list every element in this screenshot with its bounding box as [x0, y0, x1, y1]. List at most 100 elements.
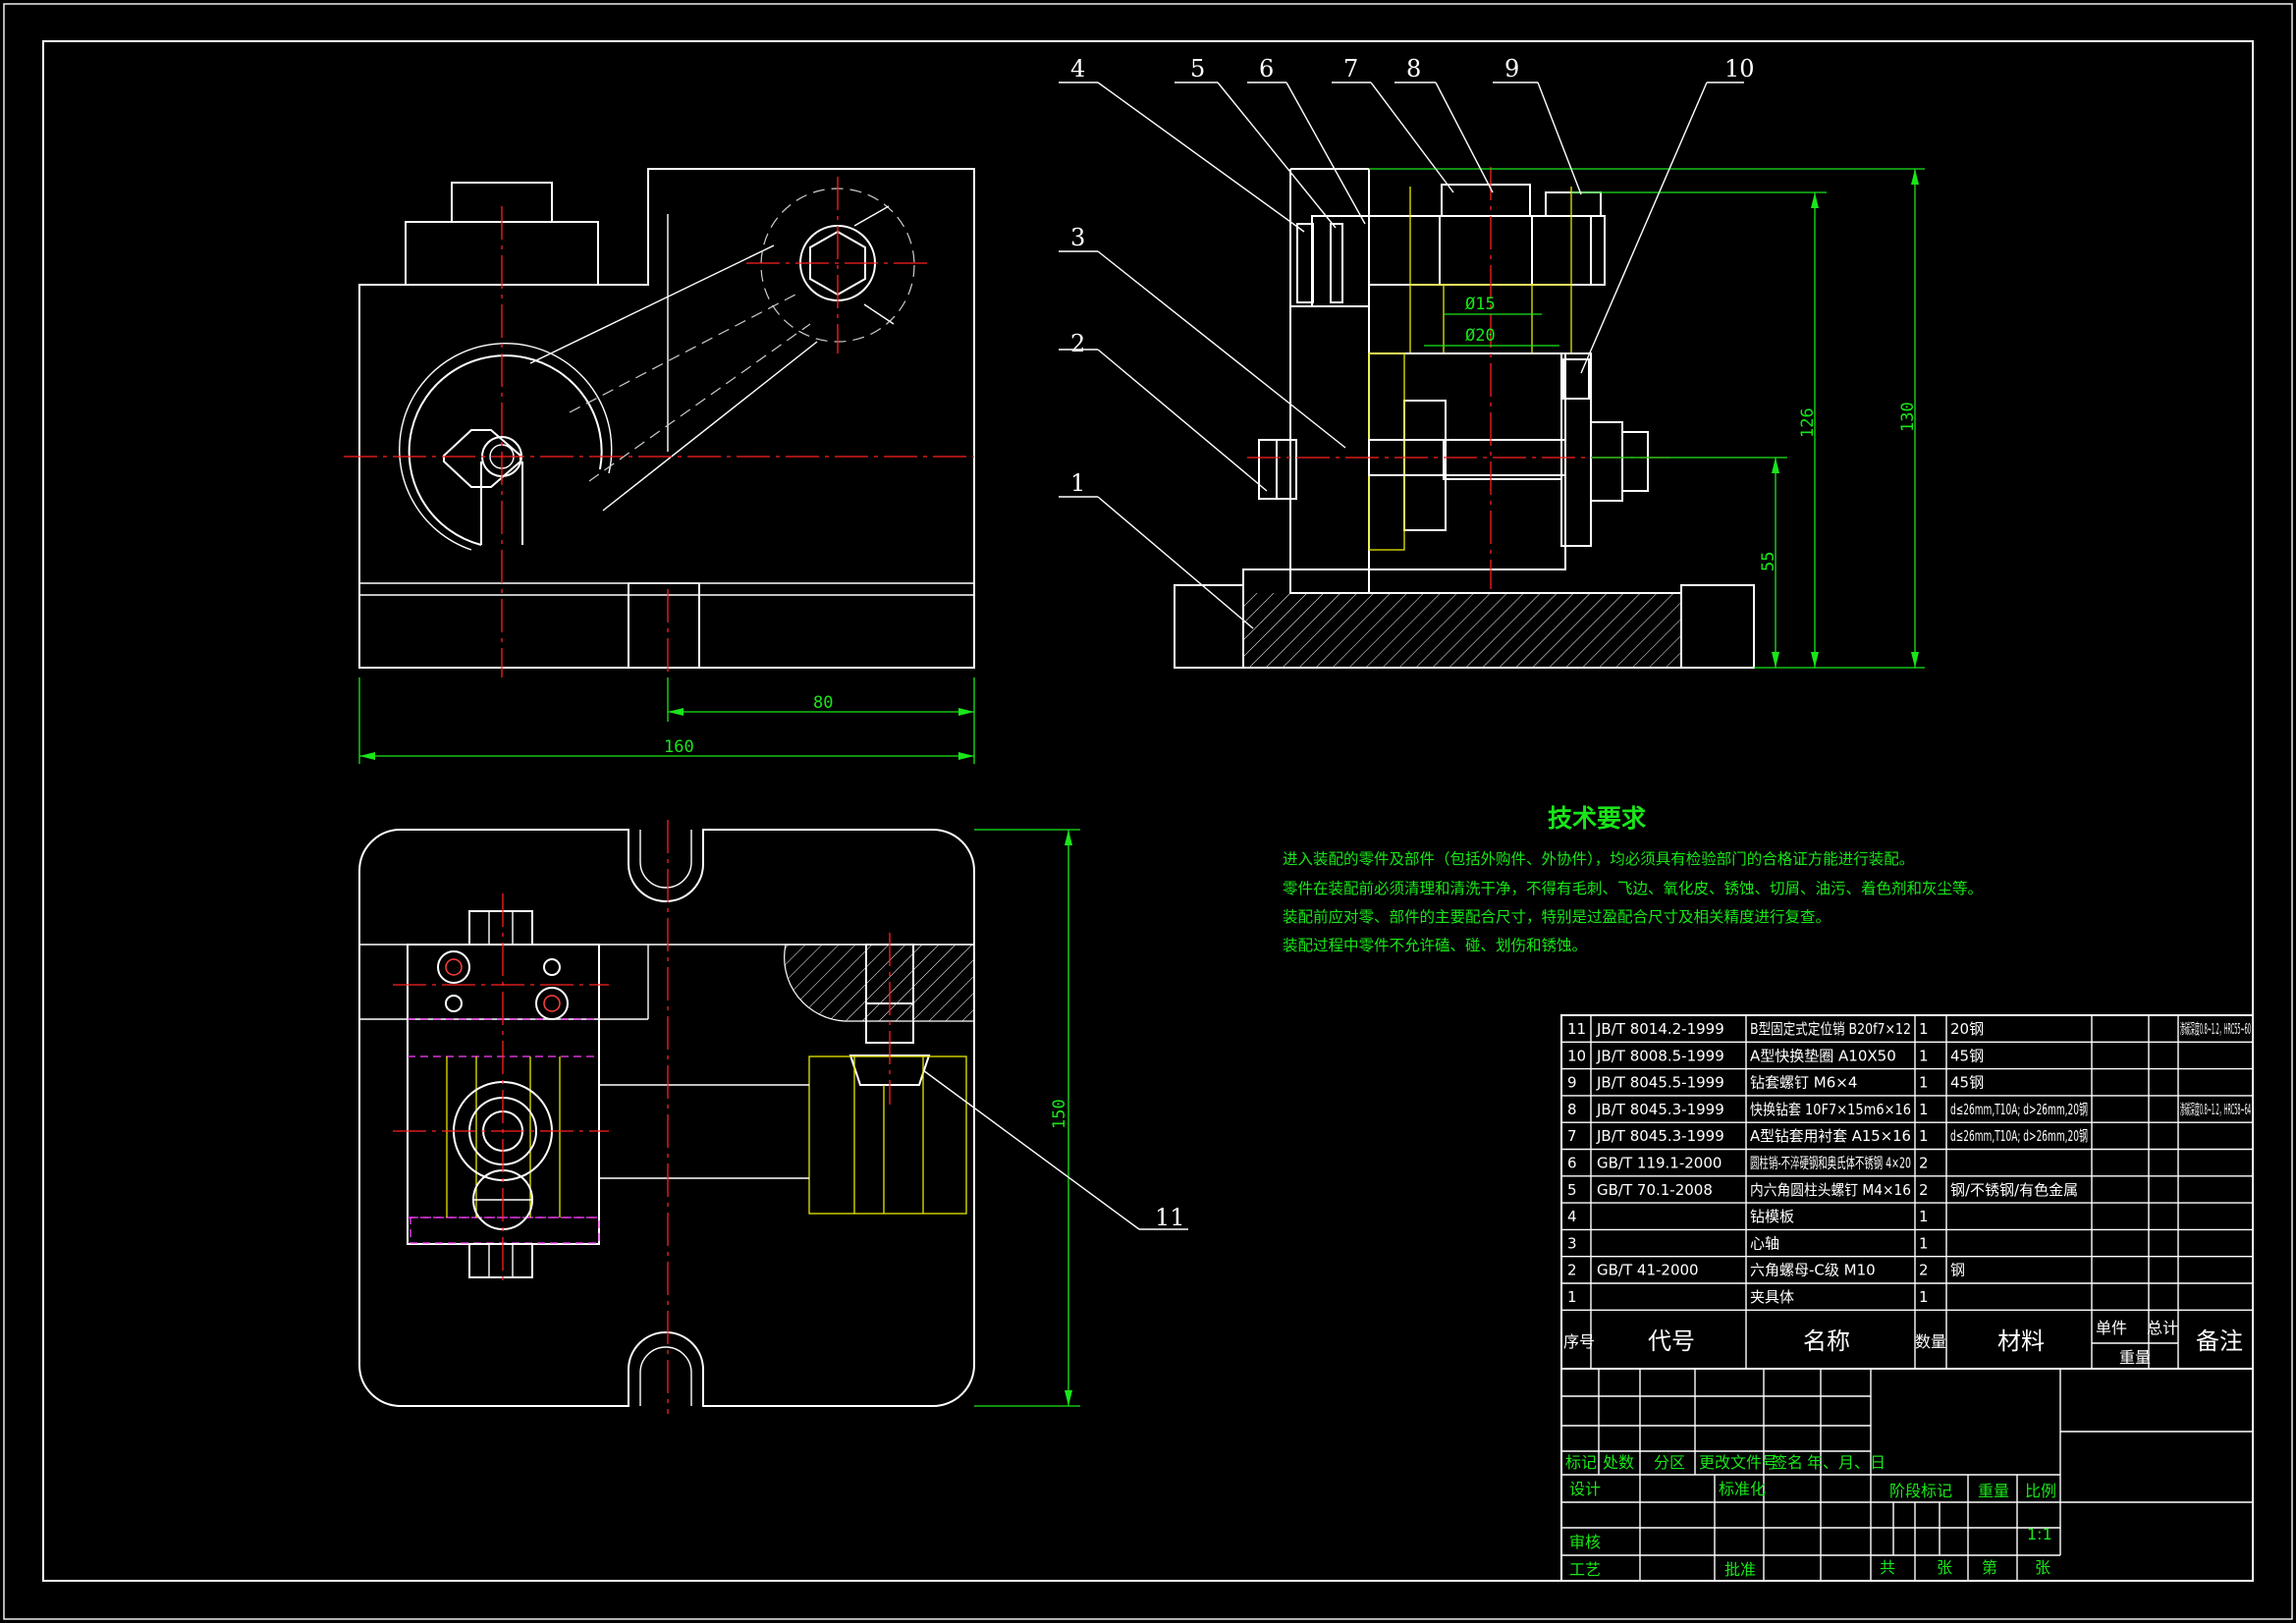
bom-cell-code: JB/T 8045.3-1999 — [1596, 1101, 1724, 1118]
bom-header-qty: 数量 — [1915, 1332, 1946, 1351]
tb-sheets-total: 共 — [1880, 1558, 1895, 1577]
top-view: 150 — [357, 820, 1080, 1414]
bom-cell-no: 4 — [1567, 1208, 1577, 1225]
bom-cell-material: 钢 — [1950, 1262, 1965, 1279]
requirement-3: 装配前应对零、部件的主要配合尺寸，特别是过盈配合尺寸及相关精度进行复查。 — [1283, 907, 1831, 926]
callout-4: 4 — [1070, 55, 1085, 82]
bom-cell-no: 7 — [1567, 1127, 1577, 1145]
requirement-1: 进入装配的零件及部件（包括外购件、外协件），均必须具有检验部门的合格证方能进行装… — [1283, 850, 1914, 868]
bom-header-weight: 重量 — [2119, 1348, 2151, 1367]
rev-label-sign: 签名 — [1772, 1453, 1803, 1472]
bom-cell-name: 钻套螺钉 M6×4 — [1750, 1074, 1857, 1092]
rev-label-count: 处数 — [1603, 1453, 1634, 1472]
bom-cell-material: 45钢 — [1950, 1047, 1984, 1064]
bom-cell-qty: 2 — [1919, 1181, 1929, 1199]
rev-label-zone: 分区 — [1654, 1453, 1685, 1472]
bom-header-no: 序号 — [1563, 1332, 1595, 1351]
bom-cell-note: 渗碳深度0.8~1.2，HRC55~60 — [2180, 1020, 2251, 1038]
rev-label-mark: 标记 — [1565, 1453, 1597, 1472]
bom-cell-no: 3 — [1567, 1234, 1577, 1252]
bom-cell-qty: 1 — [1919, 1234, 1929, 1252]
bom-cell-note: 渗碳深度0.8~1.2，HRC58~64 — [2180, 1101, 2251, 1118]
bom-cell-name: B型固定式定位销 B20f7×12 — [1750, 1020, 1911, 1038]
callout-5: 5 — [1190, 55, 1205, 82]
bom-cell-no: 6 — [1567, 1155, 1577, 1172]
dim-55: 55 — [1759, 552, 1778, 571]
bom-cell-name: 内六角圆柱头螺钉 M4×16 — [1750, 1181, 1911, 1199]
dim-dia-15: Ø15 — [1465, 295, 1496, 314]
bom-cell-qty: 1 — [1919, 1288, 1929, 1306]
dim-dia-20: Ø20 — [1465, 326, 1496, 346]
dim-160: 160 — [664, 737, 694, 757]
bom-cell-code: GB/T 70.1-2008 — [1597, 1181, 1713, 1199]
callouts: 1 2 3 4 5 6 7 8 9 10 11 — [922, 55, 1755, 1231]
tb-scale: 比例 — [2025, 1482, 2056, 1500]
tb-standardize: 标准化 — [1719, 1480, 1766, 1498]
bom-cell-no: 5 — [1567, 1181, 1577, 1199]
requirements-title: 技术要求 — [1548, 804, 1646, 833]
callout-9: 9 — [1504, 55, 1519, 82]
dim-130: 130 — [1898, 402, 1918, 432]
bom-cell-name: A型快换垫圈 A10X50 — [1750, 1047, 1896, 1064]
bom-header-material: 材料 — [1997, 1327, 2045, 1355]
callout-1: 1 — [1070, 469, 1085, 497]
tb-weight: 重量 — [1978, 1482, 2009, 1500]
bom-cell-name: 夹具体 — [1750, 1288, 1794, 1306]
tb-design: 设计 — [1569, 1480, 1601, 1498]
bom-cell-material: d≤26mm,T10A; d>26mm,20钢 — [1950, 1101, 2088, 1118]
requirement-4: 装配过程中零件不允许磕、碰、划伤和锈蚀。 — [1283, 937, 1587, 954]
tb-sheet-unit: 张 — [2035, 1558, 2050, 1577]
tb-stage-mark: 阶段标记 — [1889, 1482, 1952, 1500]
callout-8: 8 — [1406, 55, 1421, 82]
dim-126: 126 — [1798, 407, 1818, 438]
bom-cell-name: 心轴 — [1750, 1234, 1779, 1252]
bom-cell-code: JB/T 8008.5-1999 — [1596, 1047, 1724, 1064]
bom-cell-name: 快换钻套 10F7×15m6×16 — [1750, 1101, 1911, 1118]
callout-10: 10 — [1724, 55, 1755, 82]
tb-sheets-unit: 张 — [1937, 1558, 1952, 1577]
bom-cell-qty: 1 — [1919, 1208, 1929, 1225]
bom-cell-no: 8 — [1567, 1101, 1577, 1118]
callout-6: 6 — [1259, 55, 1274, 82]
bom-cell-material: 20钢 — [1950, 1020, 1984, 1038]
dim-150: 150 — [1050, 1099, 1069, 1129]
bom-cell-no: 11 — [1567, 1020, 1586, 1038]
bom-cell-code: GB/T 119.1-2000 — [1597, 1155, 1722, 1172]
tb-approve: 批准 — [1724, 1560, 1756, 1579]
front-view: 160 80 — [344, 168, 975, 764]
bom-cell-qty: 1 — [1919, 1127, 1929, 1145]
bom-cell-code: JB/T 8045.5-1999 — [1596, 1074, 1724, 1092]
bom-cell-no: 1 — [1567, 1288, 1577, 1306]
bom-cell-material: 钢/不锈钢/有色金属 — [1950, 1181, 2078, 1199]
bom-cell-code: JB/T 8014.2-1999 — [1596, 1020, 1724, 1038]
bom-cell-no: 9 — [1567, 1074, 1577, 1092]
bom-cell-qty: 1 — [1919, 1074, 1929, 1092]
tb-process: 工艺 — [1569, 1560, 1601, 1579]
rev-label-doc: 更改文件号 — [1699, 1453, 1777, 1472]
bom-cell-name: 钻模板 — [1750, 1208, 1794, 1225]
bom-header-code: 代号 — [1648, 1327, 1695, 1355]
bom-cell-no: 2 — [1567, 1262, 1577, 1279]
tb-review: 审核 — [1569, 1533, 1601, 1551]
bom-cell-qty: 2 — [1919, 1155, 1929, 1172]
technical-requirements: 技术要求 进入装配的零件及部件（包括外购件、外协件），均必须具有检验部门的合格证… — [1283, 804, 1983, 954]
section-view: Ø15 Ø20 55 126 130 — [1174, 167, 1925, 669]
callout-2: 2 — [1070, 330, 1085, 357]
bom-cell-name: 圆柱销-不淬硬钢和奥氏体不锈钢 4×20 — [1750, 1155, 1911, 1172]
dim-80: 80 — [813, 693, 833, 713]
bom-cell-name: 六角螺母-C级 M10 — [1750, 1262, 1876, 1279]
bom-cell-no: 10 — [1567, 1047, 1586, 1064]
bom-header-total: 总计 — [2147, 1319, 2178, 1337]
callout-3: 3 — [1070, 224, 1085, 251]
bom-header-unit: 单件 — [2096, 1319, 2127, 1337]
bom-cell-code: GB/T 41-2000 — [1597, 1262, 1699, 1279]
rev-label-date: 年、月、日 — [1807, 1453, 1886, 1472]
tb-scale-value: 1:1 — [2027, 1525, 2052, 1543]
bom-cell-material: 45钢 — [1950, 1074, 1984, 1092]
tb-sheet-no: 第 — [1982, 1558, 1997, 1577]
callout-11: 11 — [1155, 1204, 1185, 1231]
bom-cell-qty: 2 — [1919, 1262, 1929, 1279]
bom-cell-name: A型钻套用衬套 A15×16 — [1750, 1127, 1911, 1145]
